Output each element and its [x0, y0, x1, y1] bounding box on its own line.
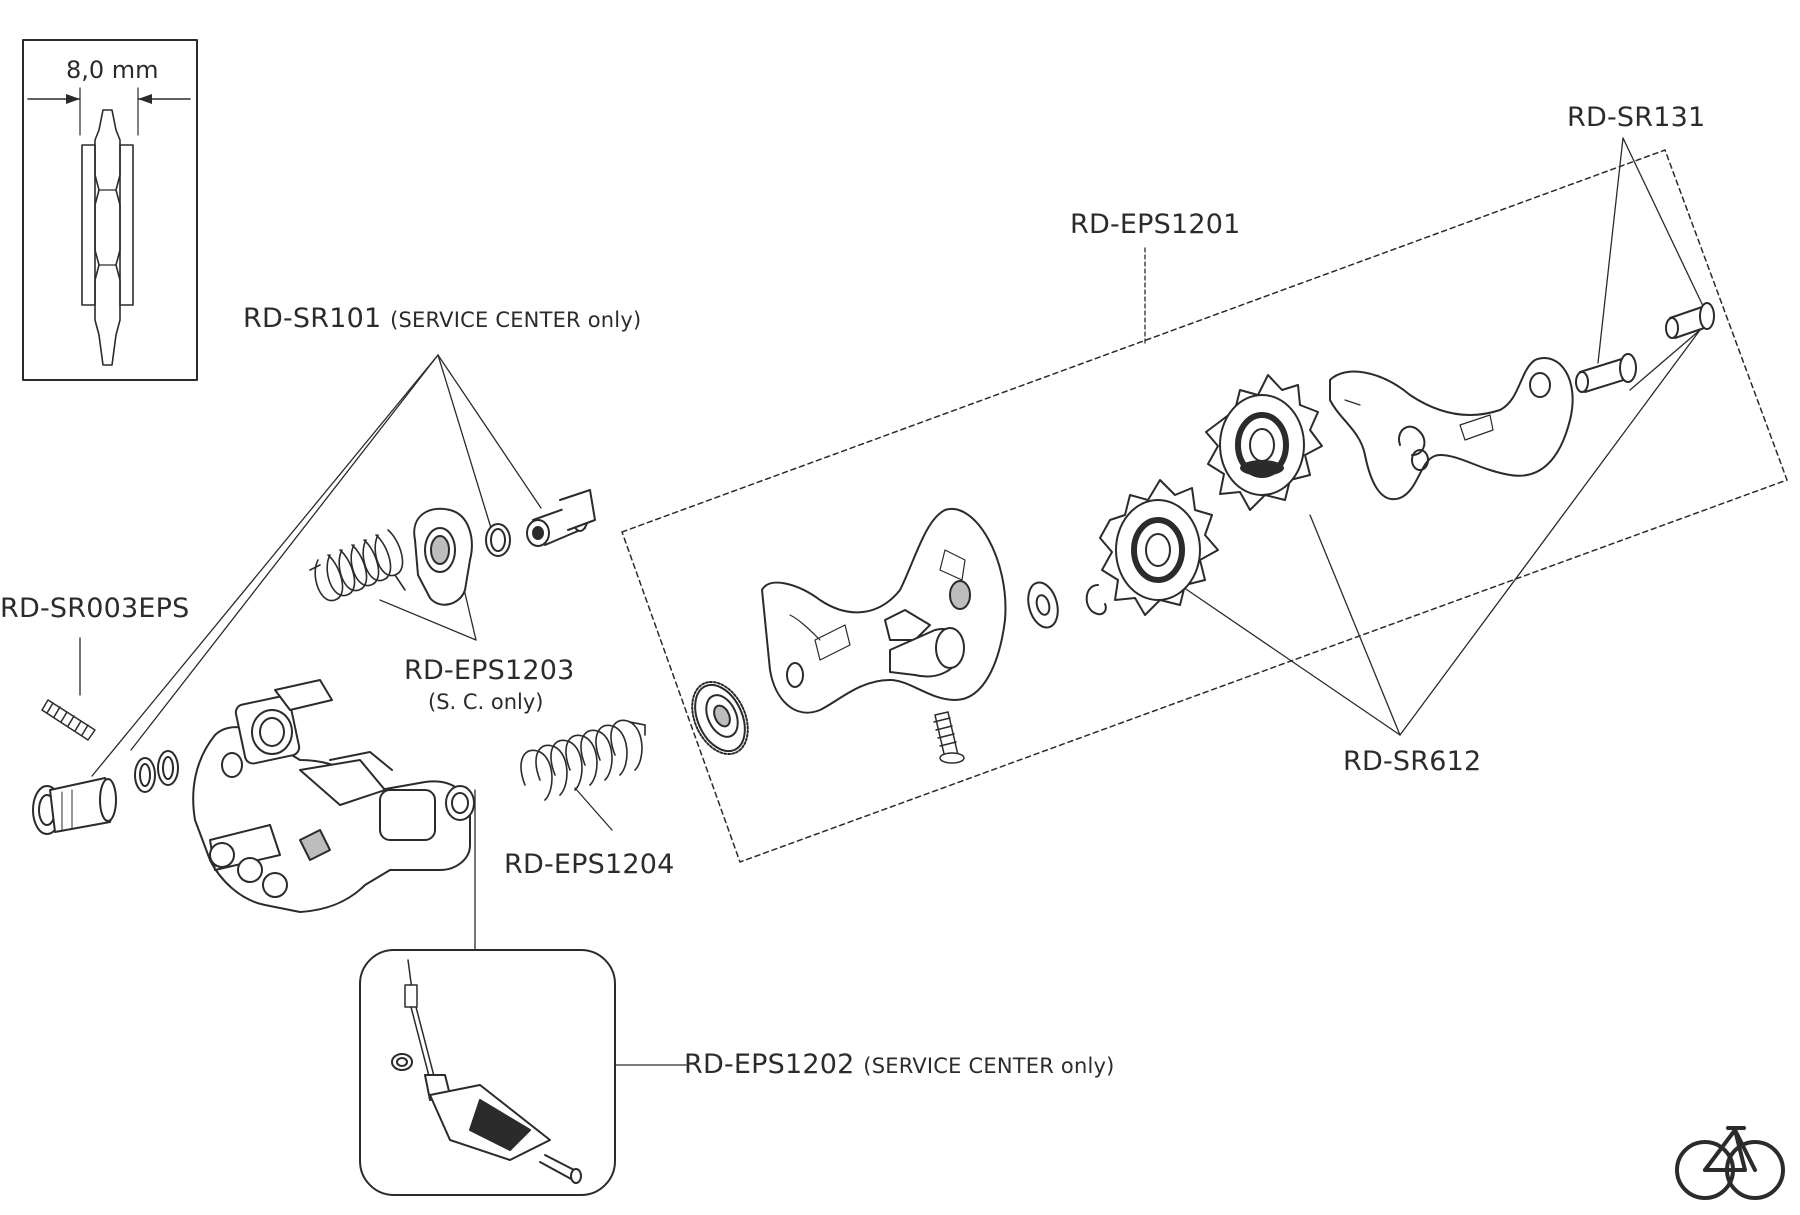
outer-cage-plate	[761, 507, 1007, 714]
leader-lines	[79, 137, 1704, 1066]
spacer-washer	[1027, 581, 1107, 629]
mounting-bolt	[32, 750, 179, 835]
part-code: RD-SR003EPS	[0, 593, 190, 624]
part-label-rd-eps1203: RD-EPS1203	[404, 657, 575, 684]
cable-inset	[359, 949, 616, 1196]
pulley-pin-upper	[1575, 353, 1637, 393]
pulley-width-detail	[22, 39, 198, 381]
lower-pulley-wheel	[1099, 479, 1219, 616]
part-code: RD-EPS1201	[1070, 209, 1241, 240]
cam-bushing	[413, 507, 511, 606]
inner-cage-plate	[1329, 357, 1574, 501]
cage-spring	[520, 719, 646, 801]
part-label-rd-sr003eps: RD-SR003EPS	[0, 595, 189, 622]
part-code: RD-EPS1204	[504, 849, 675, 880]
part-note: (SERVICE CENTER only)	[863, 1054, 1115, 1078]
part-label-rd-eps1204: RD-EPS1204	[504, 851, 675, 878]
tension-adjuster	[691, 680, 749, 756]
derailleur-body	[192, 679, 475, 913]
part-code: RD-SR101	[243, 303, 382, 334]
part-label-rd-eps1202: RD-EPS1202 (SERVICE CENTER only)	[684, 1051, 1115, 1078]
part-code: RD-SR612	[1343, 746, 1482, 777]
part-label-rd-sr131: RD-SR131	[1567, 104, 1705, 131]
part-label-rd-sr101: RD-SR101 (SERVICE CENTER only)	[243, 305, 641, 332]
part-label-rd-sr612: RD-SR612	[1343, 748, 1481, 775]
upper-spring	[309, 529, 406, 602]
part-code: RD-SR131	[1567, 102, 1706, 133]
part-code: RD-EPS1202	[684, 1049, 855, 1080]
part-label-rd-eps1201: RD-EPS1201	[1070, 211, 1241, 238]
dimension-label: 8,0 mm	[66, 56, 159, 84]
part-code: RD-EPS1203	[404, 655, 575, 686]
pulley-pin-lower	[1665, 302, 1715, 339]
bicycle-icon	[1675, 1126, 1785, 1200]
pivot-bolt	[526, 489, 596, 547]
cage-screw	[933, 711, 965, 764]
upper-pulley-wheel	[1205, 374, 1323, 511]
limit-screw	[41, 699, 96, 741]
part-note: (SERVICE CENTER only)	[390, 308, 642, 332]
part-note-rd-eps1203: (S. C. only)	[428, 690, 544, 714]
cage-group-outline	[621, 149, 1788, 863]
